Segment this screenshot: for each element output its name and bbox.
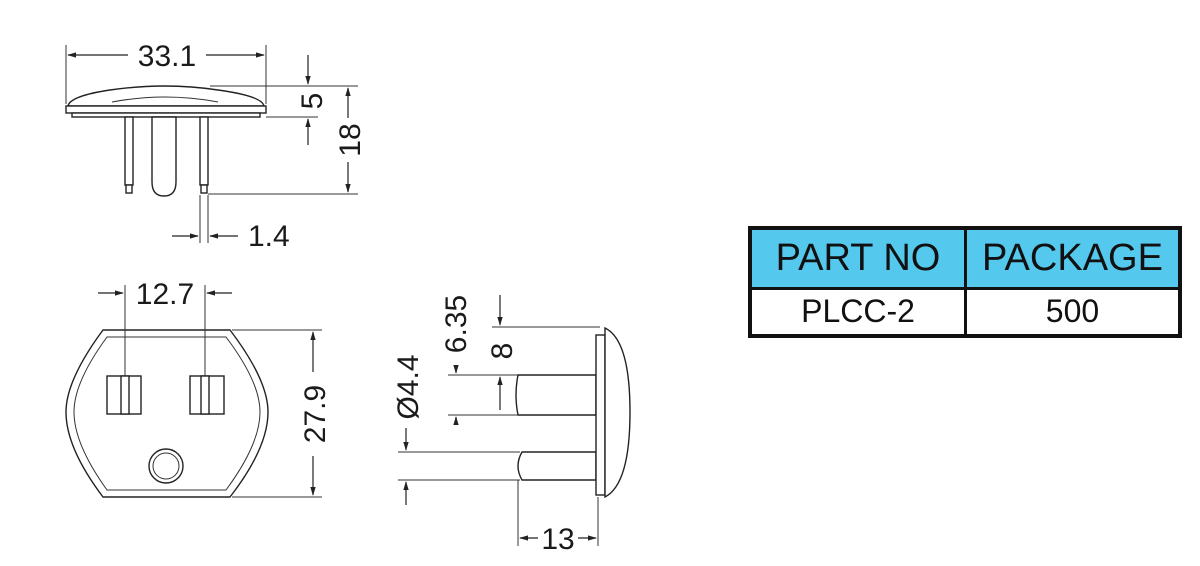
top-view-profile xyxy=(65,85,267,197)
dim-27-9-label: 27.9 xyxy=(299,385,332,443)
front-view-face xyxy=(65,329,269,498)
dim-18-label: 18 xyxy=(334,123,367,156)
dim-pin-spacing: 12.7 xyxy=(98,278,232,376)
table-row: PLCC-2 500 xyxy=(748,286,1182,338)
dim-diameter-label: Ø4.4 xyxy=(392,354,425,419)
cell-part-no: PLCC-2 xyxy=(748,286,967,338)
side-view-profile xyxy=(515,326,631,499)
header-package: PACKAGE xyxy=(964,226,1182,290)
header-part-no: PART NO xyxy=(748,226,967,290)
dim-pin-length: 13 xyxy=(517,480,599,556)
dim-diameter: Ø4.4 xyxy=(392,354,520,505)
dim-8-label: 8 xyxy=(486,343,519,360)
dim-1-4-label: 1.4 xyxy=(248,220,290,253)
dim-12-7-label: 12.7 xyxy=(136,278,194,311)
dim-total-height: 18 xyxy=(208,87,367,195)
dim-6-35-label: 6.35 xyxy=(440,295,473,353)
dim-8: 8 xyxy=(486,295,600,410)
dim-5-label: 5 xyxy=(296,93,329,110)
spec-table: PART NO PACKAGE PLCC-2 500 xyxy=(748,226,1182,338)
dim-pin-thickness: 1.4 xyxy=(172,195,290,253)
dim-6-35: 6.35 xyxy=(440,295,518,426)
dim-width-top: 33.1 xyxy=(65,40,267,104)
cell-package: 500 xyxy=(964,286,1182,338)
dim-cap-height: 5 xyxy=(210,55,358,145)
dim-33-1-label: 33.1 xyxy=(138,40,196,73)
dim-13-label: 13 xyxy=(541,523,574,556)
table-header-row: PART NO PACKAGE xyxy=(748,226,1182,290)
dim-face-height: 27.9 xyxy=(232,329,332,498)
